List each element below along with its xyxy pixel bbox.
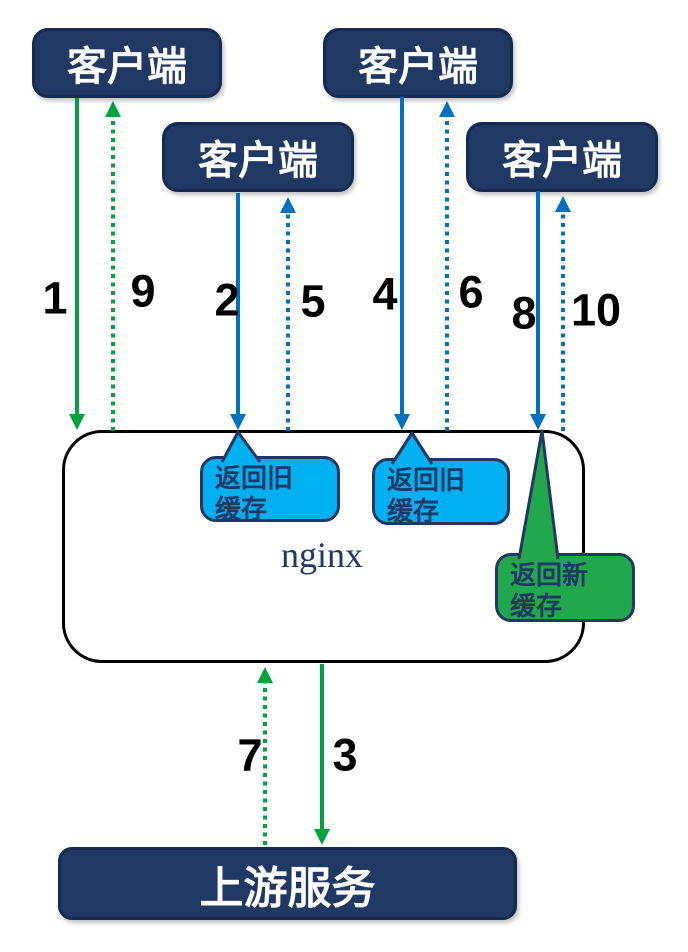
client-node-2-label: 客户端	[198, 139, 318, 183]
callout-stale-cache-2: 返回旧 缓存	[372, 458, 510, 527]
step-label-2: 2	[214, 274, 240, 326]
callout-stale-cache-1: 返回旧 缓存	[200, 456, 340, 525]
upstream-service-node: 上游服务	[58, 847, 517, 920]
callout-fresh-cache-line1: 返回新	[510, 560, 589, 590]
step-label-3: 3	[332, 729, 358, 781]
step-label-1: 1	[42, 272, 68, 324]
step-label-9: 9	[130, 265, 156, 317]
step-label-6: 6	[458, 266, 484, 318]
step-label-4: 4	[372, 268, 398, 320]
client-node-4-label: 客户端	[502, 139, 622, 183]
step-label-7: 7	[237, 729, 263, 781]
callout-fresh-cache-line2: 缓存	[510, 591, 563, 622]
callout-stale-cache-1-line1: 返回旧	[215, 463, 294, 493]
callout-stale-cache-2-line1: 返回旧	[387, 465, 466, 495]
client-node-1-label: 客户端	[67, 45, 187, 89]
callout-stale-cache-1-line2: 缓存	[215, 494, 268, 525]
client-node-4: 客户端	[466, 122, 658, 192]
client-node-2: 客户端	[162, 122, 354, 192]
step-label-10: 10	[570, 284, 622, 336]
step-label-5: 5	[300, 275, 326, 327]
callout-stale-cache-2-line2: 缓存	[387, 496, 440, 527]
client-node-3: 客户端	[323, 28, 513, 98]
client-node-1: 客户端	[32, 28, 222, 98]
nginx-label: nginx	[280, 535, 364, 575]
client-node-3-label: 客户端	[358, 45, 478, 89]
upstream-service-label: 上游服务	[199, 863, 376, 913]
step-label-8: 8	[511, 287, 537, 339]
callout-fresh-cache: 返回新 缓存	[495, 553, 635, 622]
